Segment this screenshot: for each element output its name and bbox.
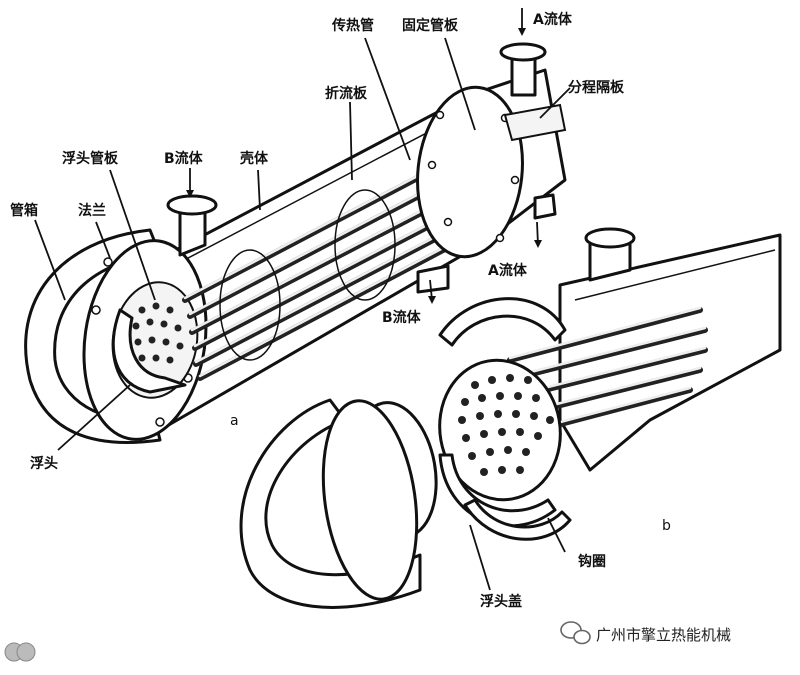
- assembled-exchanger: [24, 42, 567, 444]
- label-floating-head-cover: 浮头盖: [480, 593, 522, 610]
- watermark-right-text: 广州市擎立热能机械: [596, 626, 731, 644]
- split-ring-top: [438, 297, 567, 347]
- label-fixed-tubesheet: 固定管板: [402, 17, 459, 34]
- nozzle-a-in: [510, 56, 537, 97]
- watermark-right: 广州市擎立热能机械: [560, 621, 731, 645]
- watermark-left: 大数跨境: [4, 642, 92, 662]
- channel-flange-b: [321, 399, 419, 601]
- label-baffle: 折流板: [325, 85, 368, 102]
- leader-lines: [34, 8, 571, 591]
- label-heat-tubes: 传热管: [331, 17, 374, 34]
- label-a-fluid-out: A流体: [488, 262, 528, 279]
- baffle-2: [334, 189, 396, 301]
- label-shell: 壳体: [239, 150, 269, 167]
- fixed-tubesheet: [416, 85, 524, 259]
- nozzle-a-out: [533, 193, 557, 220]
- label-b-fluid-in: B流体: [164, 150, 204, 167]
- label-pass-partition: 分程隔板: [568, 79, 625, 96]
- label-hook-ring: 钩圈: [578, 553, 606, 570]
- tubesheet-holes-b: [458, 374, 554, 476]
- label-floating-head: 浮头: [30, 455, 58, 472]
- wechat-icon: [560, 621, 591, 645]
- label-flange: 法兰: [78, 202, 106, 219]
- tubesheet-holes-a: [132, 302, 184, 364]
- label-channel: 管箱: [10, 202, 38, 219]
- exploded-floating-head: [239, 227, 782, 609]
- label-floating-tubesheet: 浮头管板: [62, 150, 119, 167]
- label-a-fluid-in: A流体: [533, 11, 573, 28]
- pass-partition: [503, 103, 567, 142]
- channel-exploded: [239, 398, 422, 609]
- baffle-1: [219, 249, 281, 361]
- label-view-a: a: [230, 413, 239, 429]
- label-view-b: b: [662, 518, 671, 534]
- labels: A流体 传热管 固定管板 分程隔板 折流板 壳体 浮头管板 B流体 管箱 法兰 …: [10, 11, 671, 610]
- label-b-fluid-out: B流体: [382, 309, 422, 326]
- nozzle-b-out: [416, 264, 450, 294]
- hook-ring: [463, 498, 572, 541]
- watermark-left-text: 大数跨境: [40, 646, 92, 661]
